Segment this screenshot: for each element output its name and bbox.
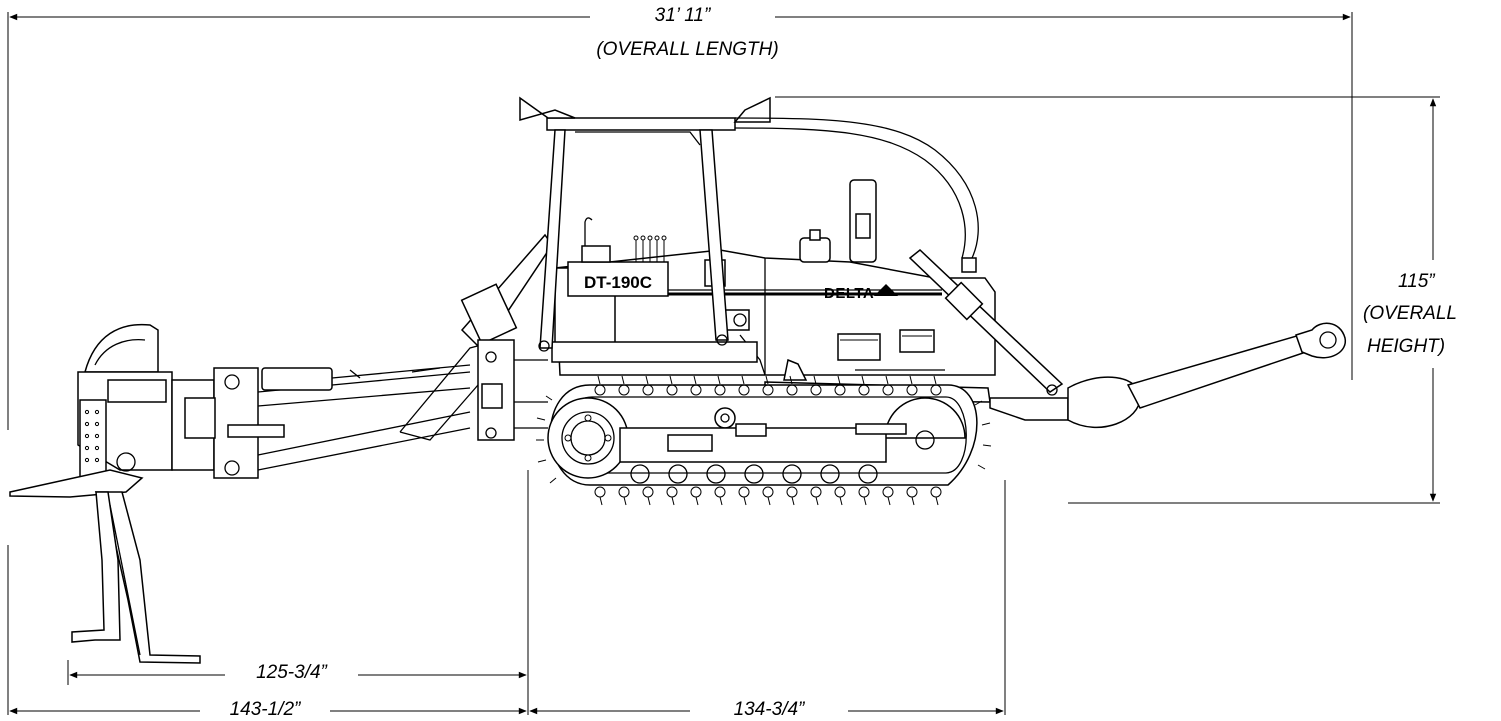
carrier-roller [714,407,736,429]
rops-canopy [519,96,979,352]
front-tow-pole [908,249,1346,429]
brand-label: DELTA [824,285,874,302]
dimension-lines [7,12,1440,715]
ripper-to-track-dimension: 125-3/4” [256,662,327,683]
rops-rear-arch [734,117,979,259]
rops-left-ear [519,96,576,121]
control-levers [633,235,667,262]
deck-platform [551,341,758,363]
track-spikes [536,375,992,506]
ripper-tooth [71,491,121,643]
overall-height-caption-line2: HEIGHT) [1367,336,1446,357]
rear-ripper-assembly [9,233,553,664]
crawler-track [536,375,992,506]
rear-length-dimension: 143-1/2” [229,699,301,720]
overall-height-value: 115” [1398,271,1435,292]
air-cleaner [799,237,831,263]
lift-cylinder-mount [460,283,518,345]
operator-seat-back [581,245,611,263]
rops-rear-post [699,129,729,341]
model-plate [567,261,669,297]
tractor-body: DT-190C DELTA [551,179,996,403]
side-vent-1 [837,333,881,361]
overall-length-value: 31’ 11” [654,5,711,26]
drive-sprocket [547,397,629,479]
track-length-dimension: 134-3/4” [733,699,805,720]
ripper-plate [79,399,107,481]
ripper-hood [84,323,159,373]
support-strut [908,249,1064,393]
tow-pole-shaft [1126,334,1307,409]
tow-pole-base [989,397,1069,421]
ripper-shank [94,491,201,664]
rops-front-post [539,129,566,349]
overall-height-caption-line1: (OVERALL [1363,303,1457,324]
ripper-frame-holes [84,409,100,463]
lower-link-arm [257,411,471,471]
brand-logo-triangle [874,284,898,296]
drawbar-bracket [213,367,259,479]
rops-top-bar [546,117,736,131]
hydraulic-cylinder [261,367,333,391]
ripper-beam [9,469,144,498]
model-label: DT-190C [584,273,652,292]
overall-length-caption: (OVERALL LENGTH) [596,39,779,60]
track-rollers [630,464,878,484]
side-vent-2 [899,329,935,353]
